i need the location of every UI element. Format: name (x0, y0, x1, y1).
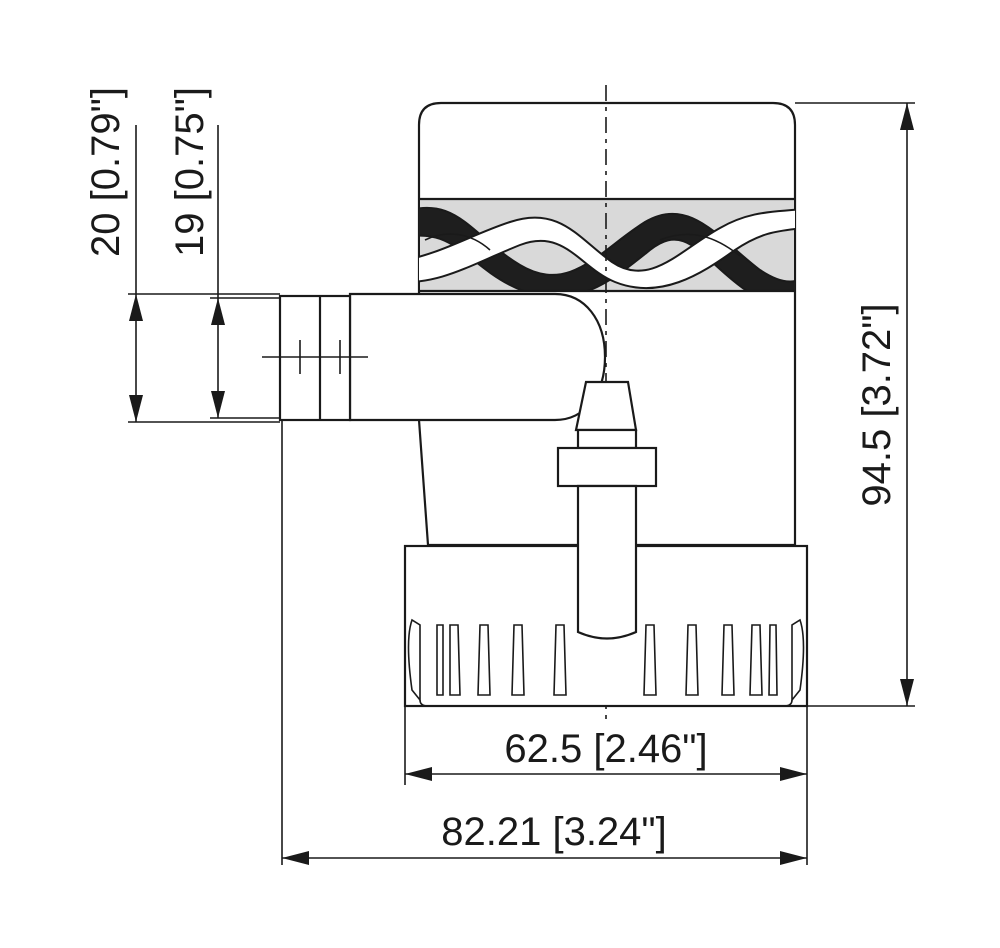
dimension-lines (128, 102, 915, 865)
outlet-inner-dimension-label: 19 [0.75"] (168, 87, 212, 257)
strainer-slots (436, 624, 778, 696)
height-dimension-label: 94.5 [3.72"] (855, 303, 899, 506)
pump-nozzle (556, 380, 658, 640)
outlet-tube (262, 292, 607, 422)
overall-width-dimension-label: 82.21 [3.24"] (441, 810, 667, 854)
base-width-dimension-label: 62.5 [2.46"] (504, 727, 707, 771)
braided-band (418, 197, 796, 293)
outlet-outer-dimension-label: 20 [0.79"] (84, 87, 128, 257)
